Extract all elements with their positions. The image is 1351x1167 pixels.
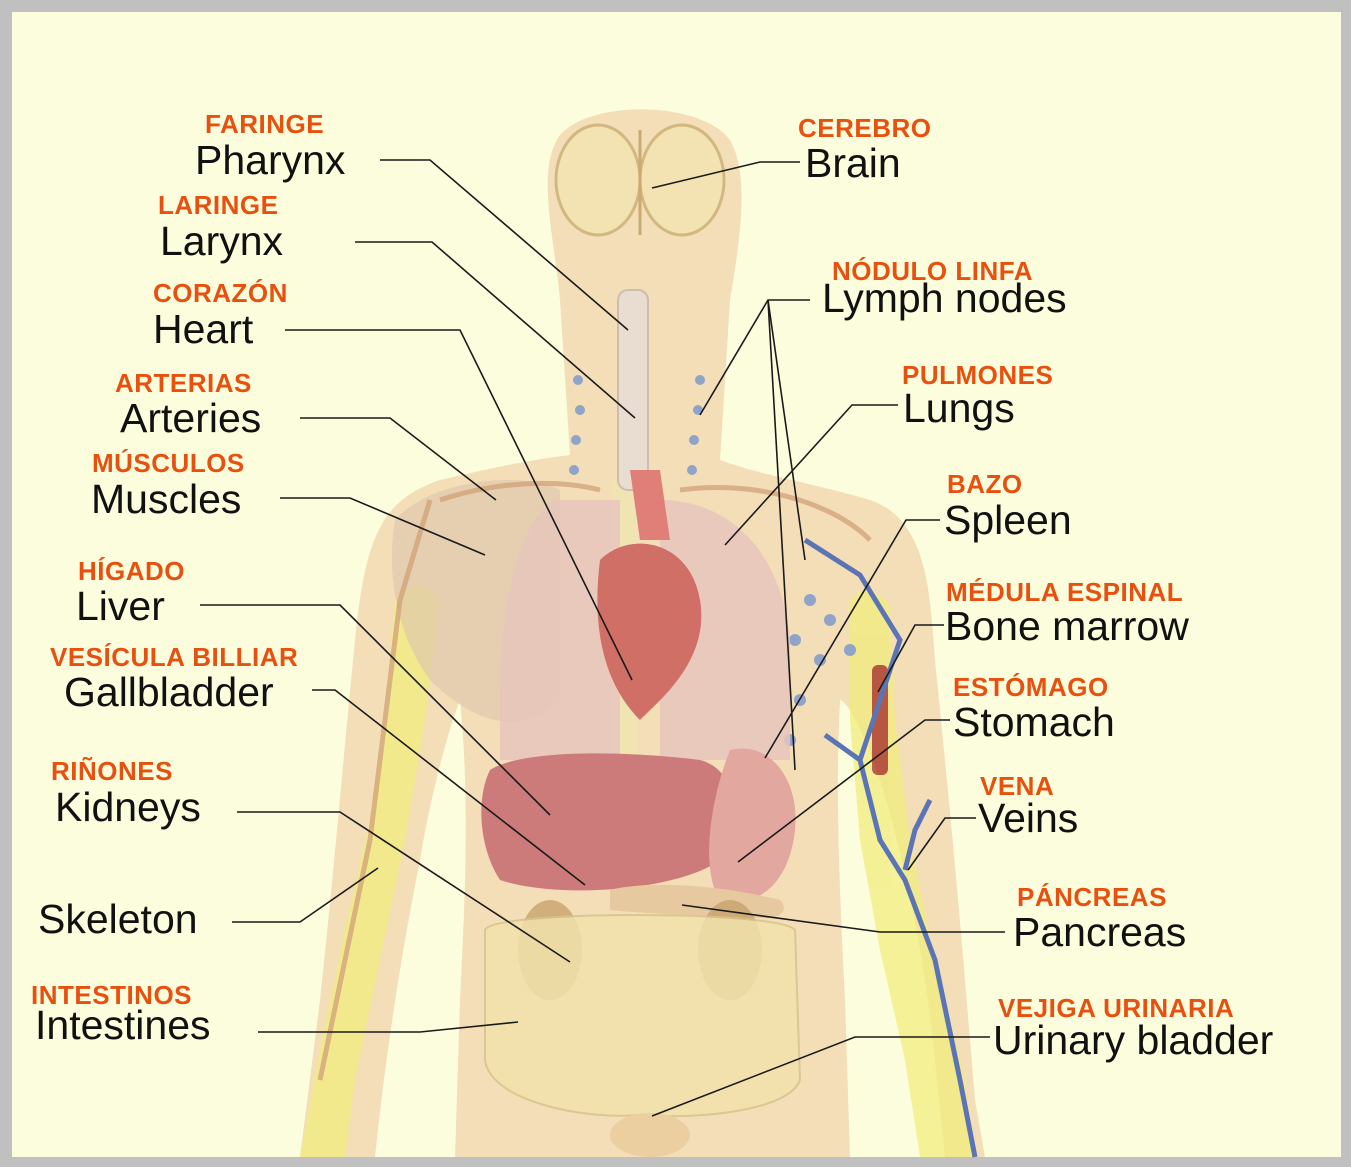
urinary-bladder-shape (610, 1113, 690, 1157)
label-es-arteries: ARTERIAS (115, 368, 252, 398)
label-es-heart: CORAZÓN (153, 278, 288, 308)
label-en-heart: Heart (153, 306, 254, 352)
leader-lines (200, 159, 1005, 1117)
leader-line-skeleton (232, 867, 379, 923)
leader-line-muscles (280, 497, 486, 556)
leader-line-lymph-c (767, 299, 796, 771)
leader-line-brain (651, 161, 800, 189)
label-es-pancreas: PÁNCREAS (1017, 882, 1167, 912)
leader-line-heart (285, 329, 633, 681)
label-es-lungs: PULMONES (902, 360, 1054, 390)
leader-line-gallbladder (312, 689, 586, 886)
label-en-pancreas: Pancreas (1013, 909, 1187, 955)
label-en-lymph-nodes: Lymph nodes (822, 275, 1067, 321)
label-en-veins: Veins (978, 795, 1079, 841)
label-en-urinary-bladder: Urinary bladder (993, 1017, 1274, 1063)
intestines-shape (484, 914, 802, 1118)
label-en-gallbladder: Gallbladder (64, 669, 274, 715)
leader-line-veins (907, 817, 976, 871)
leader-line-stomach (737, 719, 950, 863)
label-es-intestines: INTESTINOS (31, 980, 193, 1010)
leader-line-lymph-b (767, 299, 806, 561)
label-es-gallbladder: VESÍCULA BILLIAR (50, 642, 299, 672)
leader-line-pancreas (681, 904, 1005, 933)
leader-line-bone-marrow (877, 624, 944, 693)
leader-line-arteries (300, 417, 497, 501)
label-en-stomach: Stomach (953, 699, 1115, 745)
arteries-shape (317, 480, 872, 1081)
label-es-pharynx: FARINGE (205, 109, 325, 139)
label-es-brain: CEREBRO (798, 113, 932, 143)
leader-line-pharynx (380, 159, 629, 331)
leader-line-larynx (355, 241, 636, 419)
leader-line-liver (200, 604, 551, 816)
trachea-shape (617, 289, 649, 491)
label-es-kidneys: RIÑONES (51, 756, 173, 786)
label-en-intestines: Intestines (35, 1002, 211, 1048)
label-en-arteries: Arteries (120, 395, 262, 441)
label-es-veins: VENA (980, 771, 1055, 801)
label-en-muscles: Muscles (91, 476, 242, 522)
label-es-lymph-nodes: NÓDULO LINFA (832, 256, 1033, 286)
stomach-shape (709, 748, 796, 902)
label-es-spleen: BAZO (947, 469, 1023, 499)
liver-shape (481, 753, 736, 891)
label-en-larynx: Larynx (160, 218, 284, 264)
leader-line-lungs (724, 404, 898, 546)
label-en-spleen: Spleen (944, 497, 1072, 543)
label-es-muscles: MÚSCULOS (92, 448, 245, 478)
label-en-kidneys: Kidneys (55, 784, 201, 830)
label-en-bone-marrow: Bone marrow (945, 603, 1189, 649)
label-en-pharynx: Pharynx (195, 137, 346, 183)
label-es-stomach: ESTÓMAGO (953, 672, 1109, 702)
lungs-shape (500, 500, 790, 760)
veins-shape (803, 537, 978, 1158)
label-es-urinary-bladder: VEJIGA URINARIA (998, 993, 1235, 1023)
label-es-larynx: LARINGE (158, 190, 279, 220)
label-es-liver: HÍGADO (78, 556, 185, 586)
label-en-lungs: Lungs (903, 385, 1015, 431)
label-en-skeleton: Skeleton (38, 896, 198, 942)
heart-shape (597, 470, 702, 720)
label-es-bone-marrow: MÉDULA ESPINAL (946, 577, 1184, 607)
label-en-brain: Brain (805, 140, 901, 186)
brain-shape (554, 123, 726, 237)
leader-line-kidneys (237, 811, 571, 963)
leader-line-urinary-bladder (651, 1036, 990, 1117)
leader-line-spleen (764, 519, 940, 759)
leader-line-intestines (258, 1021, 519, 1033)
label-en-liver: Liver (76, 583, 165, 629)
